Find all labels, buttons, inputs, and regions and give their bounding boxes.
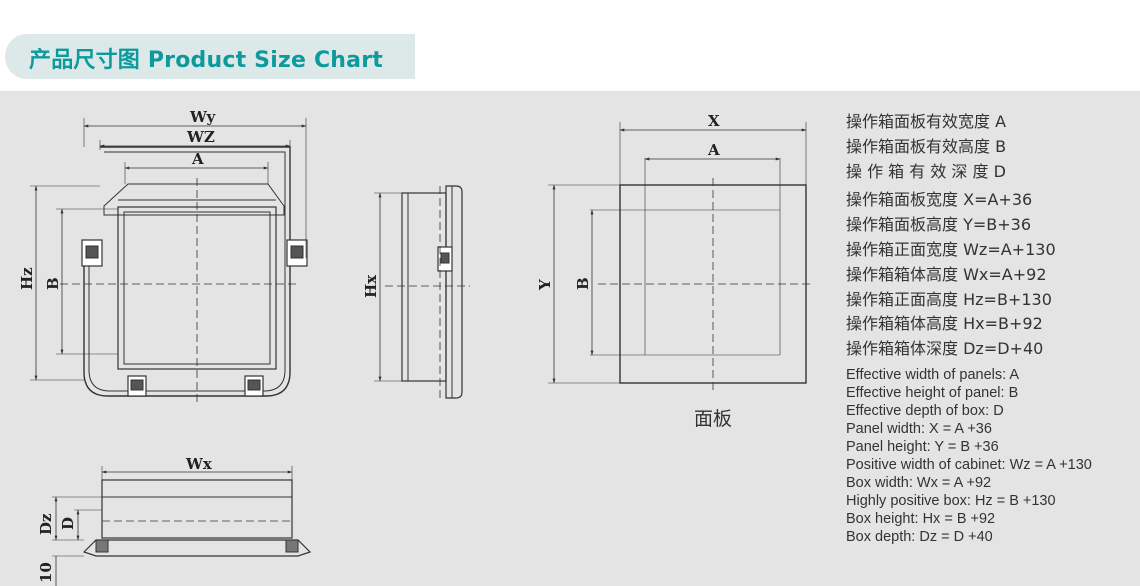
dim-label-y: Y — [536, 279, 554, 291]
dim-label-d: D — [59, 517, 77, 530]
panel-caption: 面板 — [694, 408, 732, 430]
spec-cn-item: 操作箱面板宽度 X=A+36 — [846, 190, 1033, 210]
spec-en-item: Panel width: X = A +36 — [846, 420, 992, 437]
dim-label-hx: Hx — [362, 274, 380, 298]
spec-cn-item: 操作箱箱体深度 Dz=D+40 — [846, 339, 1044, 359]
dim-label-b-front: B — [44, 277, 62, 290]
spec-cn-item: 操作箱正面宽度 Wz=A+130 — [846, 239, 1056, 259]
spec-en-item: Panel height: Y = B +36 — [846, 438, 999, 455]
spec-en-item: Box height: Hx = B +92 — [846, 510, 996, 527]
drawing-panel: Wy WZ A Hz B Hx — [0, 91, 1140, 586]
spec-cn-item: 操作箱正面高度 Hz=B+130 — [846, 289, 1052, 309]
spec-cn-item: 操作箱箱体高度 Hx=B+92 — [846, 314, 1043, 334]
side-view — [374, 185, 470, 399]
dim-label-a-front: A — [191, 150, 204, 168]
spec-en-item: Positive width of cabinet: Wz = A +130 — [846, 456, 1092, 473]
spec-en-item: Effective depth of box: D — [846, 402, 1004, 419]
spec-en-item: Box depth: Dz = D +40 — [846, 528, 993, 545]
dim-label-wy: Wy — [189, 108, 217, 126]
spec-en-item: Effective height of panel: B — [846, 384, 1019, 401]
dim-label-hz: Hz — [18, 267, 36, 290]
spec-list: 操作箱面板有效宽度 A 操作箱面板有效高度 B 操 作 箱 有 效 深 度 D … — [846, 110, 1136, 546]
dim-label-b-panel: B — [574, 277, 592, 290]
spec-en-item: Effective width of panels: A — [846, 366, 1020, 383]
dim-label-wz: WZ — [186, 128, 215, 146]
dim-label-10: 10 — [37, 562, 55, 583]
panel-view — [548, 122, 814, 392]
spec-en-item: Box width: Wx = A +92 — [846, 474, 992, 491]
spec-cn-item: 操 作 箱 有 效 深 度 D — [846, 161, 1006, 181]
section-title: 产品尺寸图 Product Size Chart — [29, 48, 383, 73]
spec-en-item: Highly positive box: Hz = B +130 — [846, 492, 1056, 509]
section-header: 产品尺寸图 Product Size Chart — [5, 34, 415, 79]
spec-cn-item: 操作箱箱体高度 Wx=A+92 — [846, 264, 1047, 284]
spec-cn-item: 操作箱面板有效宽度 A — [846, 112, 1007, 131]
dim-label-a-panel: A — [707, 141, 720, 159]
spec-cn-item: 操作箱面板有效高度 B — [846, 136, 1007, 156]
front-view — [30, 118, 308, 404]
dim-label-x: X — [708, 112, 720, 130]
dim-label-wx: Wx — [185, 455, 213, 473]
dim-label-dz: Dz — [37, 513, 55, 535]
bottom-view — [52, 466, 312, 586]
spec-cn-item: 操作箱面板高度 Y=B+36 — [846, 215, 1032, 235]
technical-drawing: Wy WZ A Hz B Hx — [18, 108, 814, 586]
